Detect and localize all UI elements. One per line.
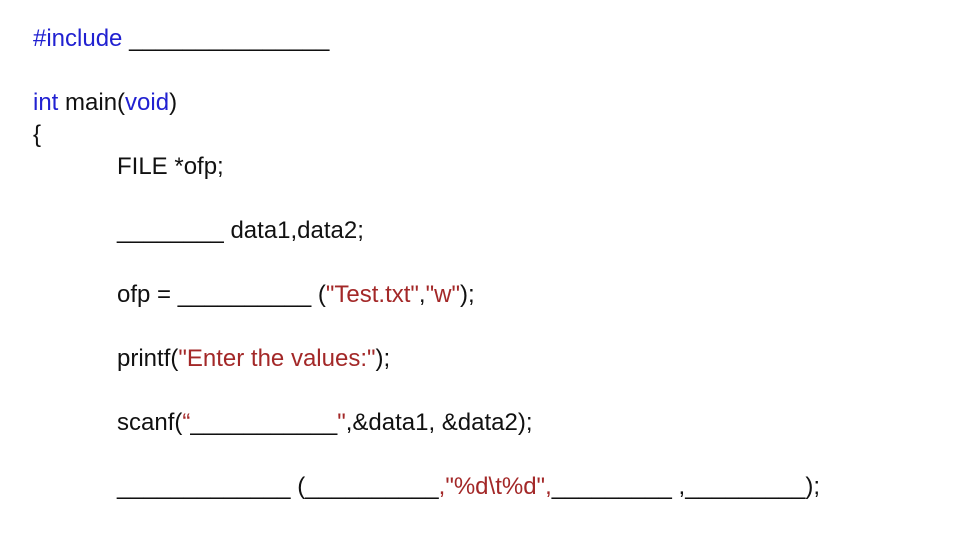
code-line: int main(void) xyxy=(33,87,820,119)
code-blank-line xyxy=(33,311,820,343)
code-segment-red: “ xyxy=(182,409,191,436)
code-segment-black: { xyxy=(33,121,42,148)
code-blank-line xyxy=(33,55,820,87)
code-segment-black: FILE *ofp; xyxy=(117,153,224,180)
code-segment-red: "Test.txt" xyxy=(325,281,419,308)
code-segment-black: printf( xyxy=(117,345,179,372)
code-segment-black: ,&data1, &data2); xyxy=(345,409,533,436)
code-segment-black: _________ ,_________); xyxy=(551,473,821,500)
code-segment-black: scanf( xyxy=(117,409,183,436)
code-line: FILE *ofp; xyxy=(33,151,820,183)
code-segment-black: _______________ xyxy=(129,25,330,52)
code-segment-black: ofp = __________ ( xyxy=(117,281,326,308)
code-segment-black: _____________ (__________ xyxy=(117,473,439,500)
code-line: scanf(“___________",&data1, &data2); xyxy=(33,407,820,439)
code-segment-blue: int xyxy=(33,89,66,116)
code-segment-black: ); xyxy=(375,345,391,372)
code-line: printf("Enter the values:"); xyxy=(33,343,820,375)
code-segment-red: " xyxy=(337,409,346,436)
code-segment-black: ) xyxy=(169,89,178,116)
code-segment-blue: void xyxy=(125,89,170,116)
code-segment-red: ,"%d\t%d", xyxy=(438,473,552,500)
code-segment-red: "Enter the values:" xyxy=(178,345,376,372)
code-segment-black: main( xyxy=(65,89,126,116)
code-blank-line xyxy=(33,375,820,407)
code-segment-red: "w" xyxy=(425,281,460,308)
code-segment-black: ___________ xyxy=(190,409,338,436)
code-blank-line xyxy=(33,247,820,279)
code-block: #include _______________int main(void){F… xyxy=(33,23,820,503)
code-line: #include _______________ xyxy=(33,23,820,55)
code-segment-blue: #include xyxy=(33,25,130,52)
code-line: ________ data1,data2; xyxy=(33,215,820,247)
code-segment-black: ); xyxy=(459,281,475,308)
code-segment-black: ________ data1,data2; xyxy=(117,217,364,244)
code-blank-line xyxy=(33,183,820,215)
code-line: ofp = __________ ("Test.txt","w"); xyxy=(33,279,820,311)
code-line: _____________ (__________,"%d\t%d",_____… xyxy=(33,471,820,503)
code-line: { xyxy=(33,119,820,151)
code-segment-black: , xyxy=(418,281,426,308)
code-blank-line xyxy=(33,439,820,471)
